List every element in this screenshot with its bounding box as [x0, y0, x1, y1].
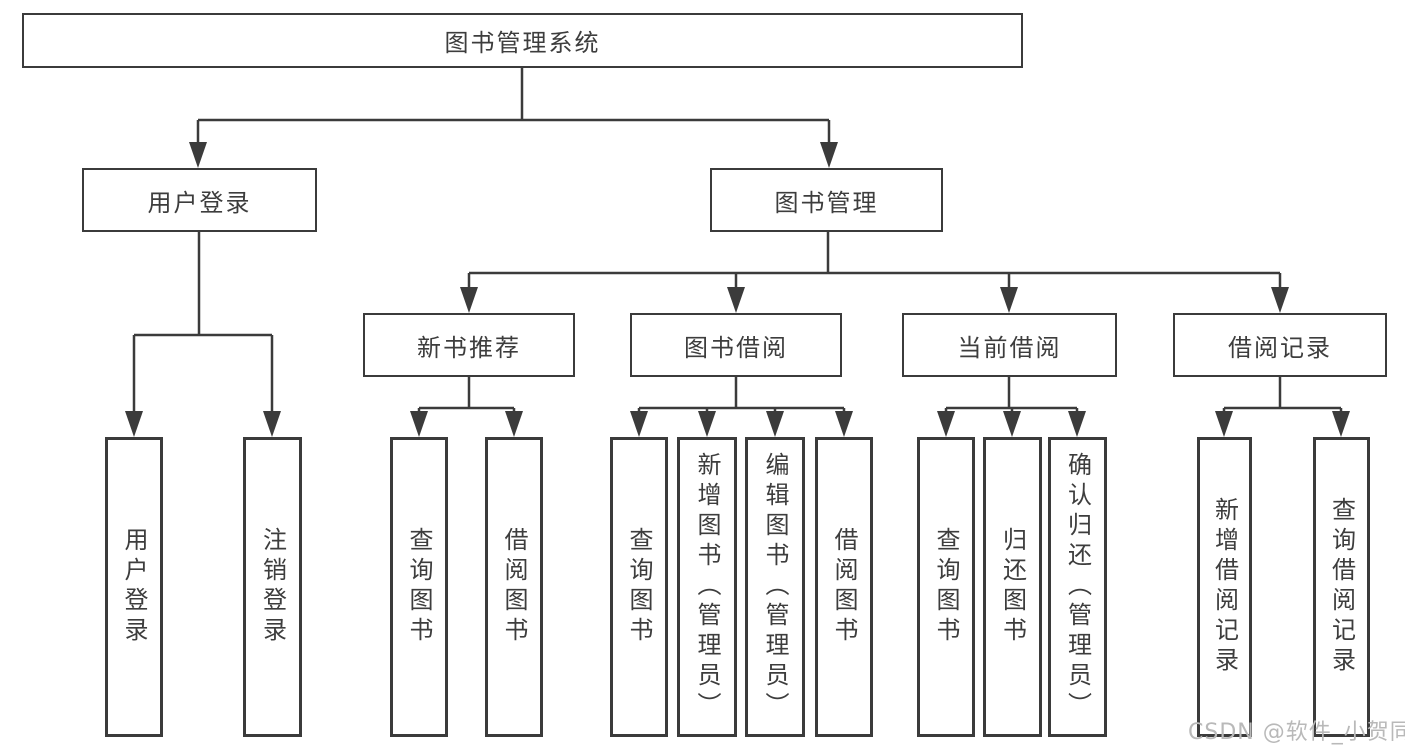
node-root: 图书管理系统: [22, 13, 1023, 68]
connector-book-management-to-level3: [467, 232, 1282, 292]
arrow-down-icon: [820, 142, 838, 168]
leaf-new-book-query: 查询图书: [390, 437, 448, 737]
arrow-down-icon: [766, 411, 784, 437]
arrow-down-icon: [630, 411, 648, 437]
arrow-down-icon: [263, 411, 281, 437]
leaf-current-borrow-return: 归还图书: [983, 437, 1042, 737]
watermark: CSDN @软件_小贺同学: [1188, 720, 1405, 745]
arrow-down-icon: [1068, 411, 1086, 437]
node-borrow-records: 借阅记录: [1173, 313, 1387, 377]
arrow-down-icon: [1332, 411, 1350, 437]
node-book-borrow: 图书借阅: [630, 313, 842, 377]
arrow-down-icon: [505, 411, 523, 437]
arrow-down-icon: [460, 287, 478, 313]
connector-user-login-to-leaves: [132, 232, 274, 418]
leaf-user-login: 用户登录: [105, 437, 163, 737]
arrow-down-icon: [835, 411, 853, 437]
arrow-down-icon: [410, 411, 428, 437]
leaf-borrow-records-add: 新增借阅记录: [1197, 437, 1252, 737]
arrow-down-icon: [189, 142, 207, 168]
node-current-borrow: 当前借阅: [902, 313, 1117, 377]
arrow-down-icon: [1215, 411, 1233, 437]
arrow-down-icon: [125, 411, 143, 437]
connector-root-to-level2: [196, 68, 831, 146]
leaf-book-borrow-borrow: 借阅图书: [815, 437, 873, 737]
leaf-current-borrow-query: 查询图书: [917, 437, 975, 737]
leaf-new-book-borrow: 借阅图书: [485, 437, 543, 737]
leaf-book-borrow-add-admin: 新增图书（管理员）: [677, 437, 737, 737]
connector-new-book-to-leaves: [417, 377, 516, 418]
leaf-borrow-records-query: 查询借阅记录: [1313, 437, 1370, 737]
connector-borrow-records-to-leaves: [1222, 377, 1343, 418]
arrow-down-icon: [1271, 287, 1289, 313]
arrow-down-icon: [1003, 411, 1021, 437]
leaf-current-borrow-confirm-admin: 确认归还（管理员）: [1048, 437, 1107, 737]
arrowheads: [125, 142, 1350, 437]
arrow-down-icon: [1000, 287, 1018, 313]
node-book-management: 图书管理: [710, 168, 943, 232]
leaf-book-borrow-edit-admin: 编辑图书（管理员）: [745, 437, 805, 737]
connector-book-borrow-to-leaves: [637, 377, 846, 418]
leaf-logout: 注销登录: [243, 437, 302, 737]
arrow-down-icon: [727, 287, 745, 313]
arrow-down-icon: [937, 411, 955, 437]
node-new-book-recommend: 新书推荐: [363, 313, 575, 377]
leaf-book-borrow-query: 查询图书: [610, 437, 668, 737]
arrow-down-icon: [698, 411, 716, 437]
node-user-login: 用户登录: [82, 168, 317, 232]
